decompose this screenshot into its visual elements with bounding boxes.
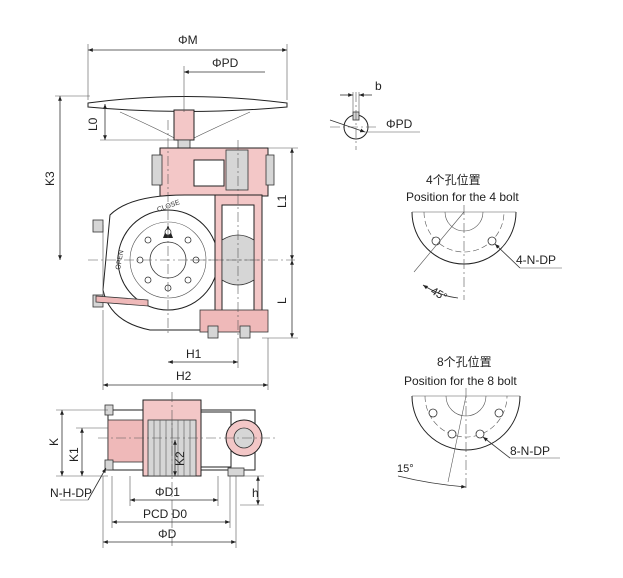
bolt8-hole-3 — [447, 429, 457, 439]
front-view: CLOSE OPEN — [87, 96, 288, 345]
dim-k3: K3 — [43, 171, 57, 186]
dim-phi-m: ΦM — [178, 33, 198, 47]
dim-h1: H1 — [186, 347, 202, 361]
dim-b: b — [375, 79, 382, 93]
dim-pcd-d0: PCD D0 — [143, 507, 187, 521]
dim-detail-phi-pd: ΦPD — [386, 117, 413, 131]
lever — [95, 295, 149, 307]
bolt4-angle: 45° — [429, 285, 449, 304]
dim-h2: H2 — [176, 369, 192, 383]
bolt8-layout: 8个孔位置 Position for the 8 bolt 15° 8-N-DP — [397, 354, 560, 490]
bolt8-title-cn: 8个孔位置 — [437, 354, 492, 369]
dim-k2: K2 — [173, 451, 187, 466]
bolt8-hole-2 — [494, 408, 504, 418]
shaft-key-detail: b ΦPD — [329, 79, 420, 150]
dim-h: h — [252, 486, 259, 500]
dim-phi-d1: ΦD1 — [155, 485, 180, 499]
side-dimensions: K K1 K2 N-H-DP ΦD1 PCD D0 ΦD h — [47, 409, 264, 548]
handwheel — [87, 96, 288, 112]
dim-l: L — [275, 297, 289, 304]
flange-left — [107, 419, 144, 463]
bolt4-layout: 4个孔位置 Position for the 4 bolt 45° 4-N-DP — [406, 172, 562, 304]
bolt4-hole-right — [487, 236, 497, 246]
dim-phi-pd: ΦPD — [212, 56, 239, 70]
dial-holes — [136, 228, 200, 292]
dim-phi-d: ΦD — [158, 527, 177, 541]
dim-l1: L1 — [275, 194, 289, 208]
dim-k: K — [47, 438, 61, 446]
bolt8-hole-4 — [475, 429, 485, 439]
dim-l0: L0 — [86, 117, 100, 131]
bolt4-title-cn: 4个孔位置 — [426, 172, 481, 187]
bolt4-hole-left — [431, 236, 441, 246]
dim-k1: K1 — [67, 447, 81, 462]
bolt4-callout: 4-N-DP — [516, 253, 556, 267]
bolt8-callout: 8-N-DP — [510, 444, 550, 458]
bolt8-angle: 15° — [397, 463, 414, 475]
front-dimensions: ΦM ΦPD L0 K3 L1 L H1 H2 — [43, 33, 298, 390]
handwheel-hub — [173, 109, 195, 141]
bolt4-title-en: Position for the 4 bolt — [406, 190, 519, 204]
bolt8-title-en: Position for the 8 bolt — [404, 374, 517, 388]
dim-n-h-dp: N-H-DP — [50, 486, 92, 500]
bolt8-hole-1 — [428, 408, 438, 418]
